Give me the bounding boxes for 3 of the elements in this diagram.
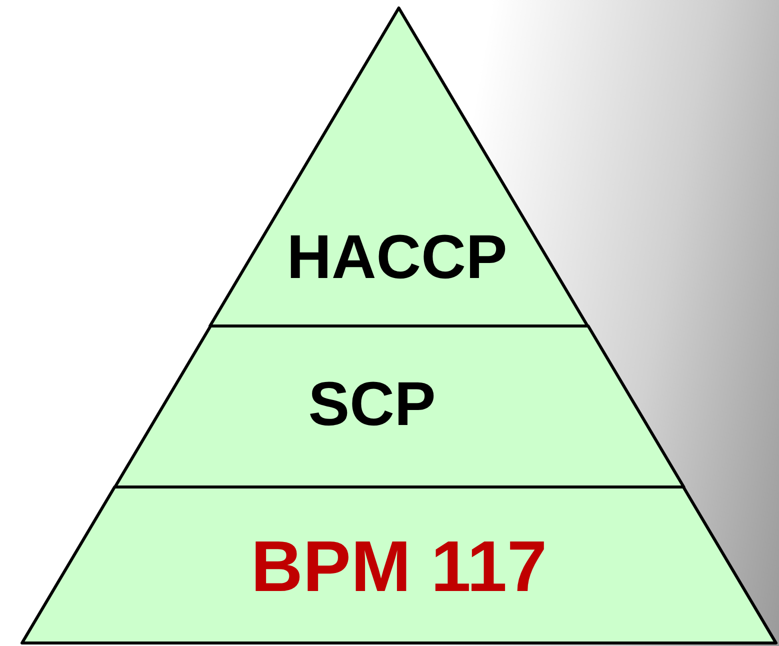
tier-label: HACCP [286,227,508,289]
tier-label: BPM 117 [250,531,548,603]
tier-label: SCP [308,374,436,436]
